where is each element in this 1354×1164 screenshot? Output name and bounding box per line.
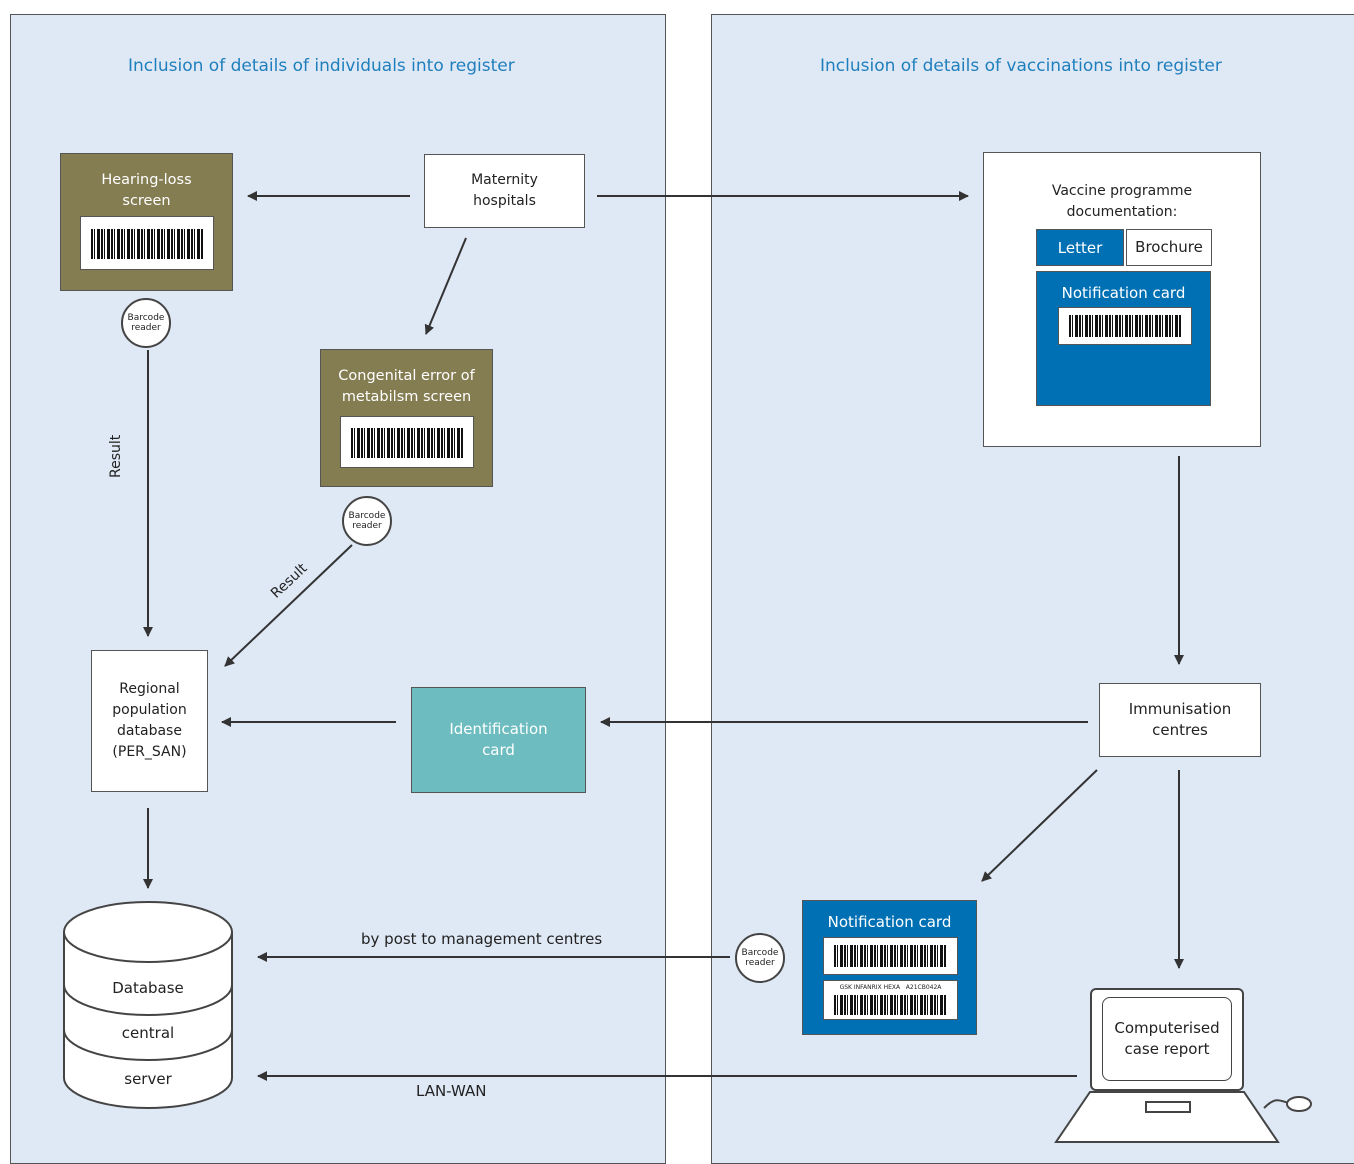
regional-label-2: population [112,702,187,718]
immunisation-label-1: Immunisation [1128,700,1232,718]
immunisation-centres: Immunisation centres [1099,683,1261,757]
result-label-left: Result [108,434,124,478]
identification-label-2: card [482,741,515,759]
congenital-label-2: metabilsm screen [341,389,472,405]
lan-wan-label: LAN-WAN [416,1082,487,1100]
computerised-label-1: Computerised [1114,1019,1220,1037]
right-panel-title: Inclusion of details of vaccinations int… [820,56,1222,76]
hearing-loss-label-1: Hearing-loss [101,172,192,188]
reader-label-2: reader [745,958,775,968]
arrow-maternity-to-congenital [424,237,467,335]
computerised-label-2: case report [1124,1040,1210,1058]
arrow-congenital-result [224,544,353,667]
reader-label-2: reader [352,521,382,531]
maternity-label-2: hospitals [473,193,536,209]
letter-label: Letter [1057,238,1103,257]
reader-label-1: Barcode [348,511,386,521]
reader-label-1: Barcode [741,948,779,958]
barcode [340,416,474,468]
regional-label-1: Regional [119,681,180,697]
letter-item: Letter [1036,229,1124,266]
identification-card: Identification card [411,687,586,793]
immunisation-label-2: centres [1152,721,1208,739]
maternity-hospitals: Maternity hospitals [424,154,585,228]
db-label-2: central [121,1024,175,1042]
regional-label-4: (PER_SAN) [112,744,187,760]
hearing-loss-label-2: screen [122,193,171,209]
laptop-base-icon [1054,1091,1312,1143]
regional-population-database: Regional population database (PER_SAN) [91,650,208,792]
brochure-item: Brochure [1126,229,1212,266]
vaccine-label-text: GSK INFANRIX HEXA A21CB042A [839,984,942,991]
identification-label-1: Identification [449,720,548,738]
by-post-label: by post to management centres [361,930,603,948]
notification-card-top-label: Notification card [1061,284,1186,302]
database-server-icon [63,901,233,1109]
reader-label-2: reader [131,323,161,333]
reader-label-1: Barcode [127,313,165,323]
db-label-1: Database [112,979,184,997]
notification-card-top: Notification card [1036,271,1211,406]
computerised-case-report: Computerised case report [1102,997,1232,1081]
notification-card-bottom-label: Notification card [827,913,952,931]
congenital-screen: Congenital error of metabilsm screen [320,349,493,487]
notification-card-bottom: Notification card GSK INFANRIX HEXA A21C… [802,900,977,1035]
barcode [80,216,214,270]
regional-label-3: database [117,723,182,739]
vaccine-doc-label-2: documentation: [1066,204,1178,220]
maternity-label-1: Maternity [471,172,538,188]
barcode [823,937,958,975]
brochure-label: Brochure [1135,238,1203,256]
congenital-label-1: Congenital error of [338,368,475,384]
vaccine-doc-label-1: Vaccine programme [1051,183,1193,199]
arrow-immunisation-to-notification [981,769,1098,882]
left-panel-title: Inclusion of details of individuals into… [128,56,515,76]
hearing-loss-screen: Hearing-loss screen [60,153,233,291]
vaccine-batch-label: GSK INFANRIX HEXA A21CB042A [823,980,958,1020]
db-label-3: server [124,1070,172,1088]
barcode [1058,307,1192,345]
